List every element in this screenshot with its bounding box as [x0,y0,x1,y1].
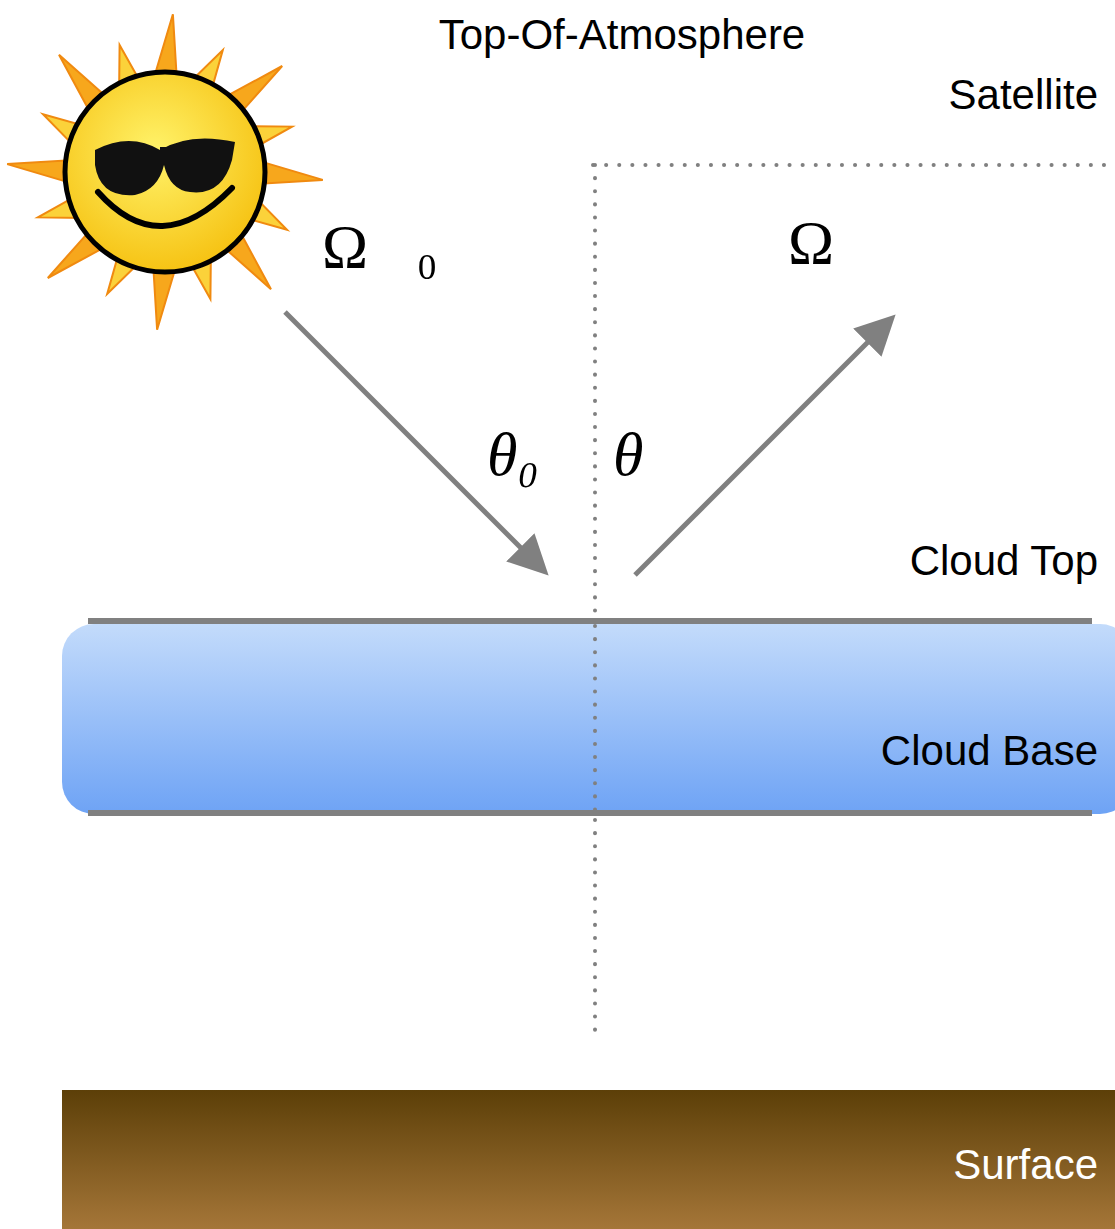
angle-symbol: θ [613,420,643,488]
layer-boundary-label: Cloud Top [910,538,1098,584]
region-label: Top-Of-Atmosphere [439,12,805,58]
angle-symbol: θ₀ [487,420,539,488]
layer-boundary-label: Cloud Base [881,728,1098,774]
vector-symbol: Ω⃗₀ [322,212,438,280]
surface-band: Surface [62,1090,1115,1229]
vector-symbol: Ω⃗ [788,208,882,276]
region-label: Satellite [949,72,1098,118]
cloud-layer: Cloud TopCloud Base [62,624,1115,814]
surface-label: Surface [953,1142,1098,1188]
sun-icon [7,14,323,330]
